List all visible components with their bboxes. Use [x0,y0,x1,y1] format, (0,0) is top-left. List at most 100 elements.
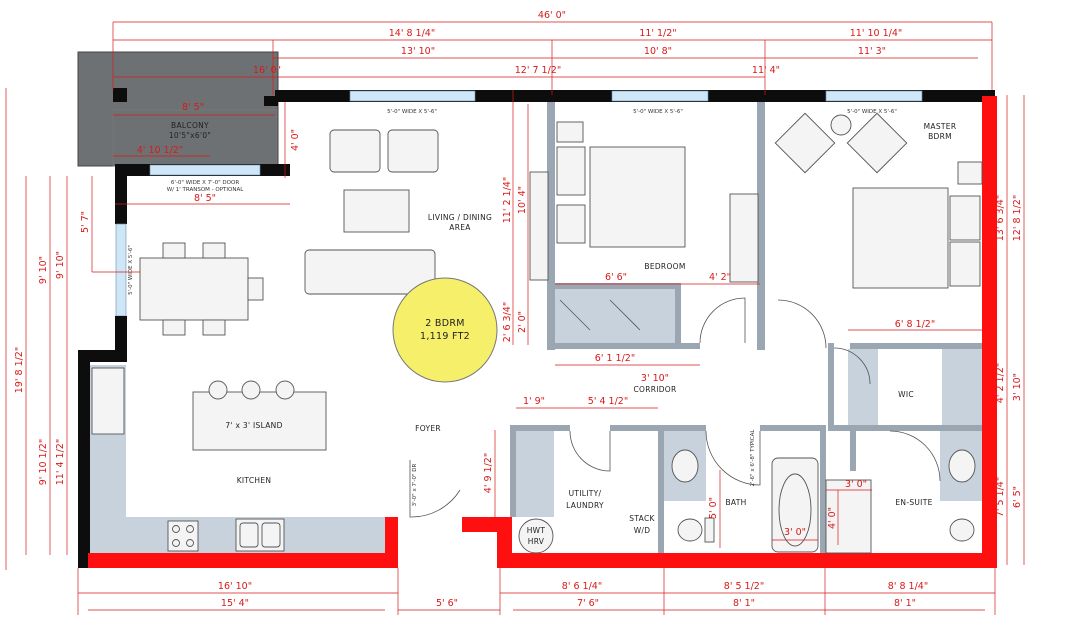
dim-balcony-h: 4' 0" [290,129,301,151]
dim-top-i: 11' 4" [752,65,780,76]
dim-bot-e: 7' 6" [577,598,599,609]
area-badge-line2: 1,119 FT2 [420,331,470,342]
dim-balcony-b: 4' 10 1/2" [137,145,183,156]
dining-chair-2 [202,242,226,259]
bath-door-note: 2'-6" x 6'-8" TYPICAL [750,429,756,487]
closet-right-wall [675,283,681,349]
dim-bed-a: 2' 0" [517,311,528,333]
bedroom-nightstand-2 [556,204,586,244]
dim-bot-f: 8' 5 1/2" [724,581,764,592]
wic-bottom-wall [828,425,982,431]
ensuite-label: EN-SUITE [895,498,932,507]
bedroom-desk [729,193,759,283]
hwt-tank [518,518,554,554]
wic-shelf-a [848,349,878,425]
dining-chair-3 [162,319,186,336]
dim-right-e: 7' 5 1/4" [995,477,1006,517]
stack-label-2: W/D [634,526,651,535]
dim-util-b: 5' 4 1/2" [588,396,628,407]
window-note-left: 5'-0" WIDE X 5'-6" [128,245,134,295]
balcony-deck [77,51,279,167]
stack-label: STACK [629,514,655,523]
master-side-table [830,114,852,136]
ensuite-toilet [949,518,975,542]
dim-bot-g: 8' 1" [733,598,755,609]
dim-corridor: 3' 10" [641,373,669,384]
dim-bed-h: 10' 4" [517,186,528,214]
bedroom-label: BEDROOM [644,262,685,271]
hrv-label: HRV [528,537,545,546]
dim-top-e: 10' 8" [644,46,672,57]
dim-left-c: 9' 10" [55,251,66,279]
window-note-bedroom: 5'-0" WIDE X 5'-6" [633,109,683,115]
util-top-wall [510,425,570,431]
window-bedroom [611,90,709,102]
master-dresser [957,161,983,185]
dining-table [139,257,249,321]
dim-right-a: 13' 6 3/4" [995,195,1006,241]
wic-label: WIC [898,390,914,399]
stool-1 [208,380,228,400]
dining-chair-1 [162,242,186,259]
ensuite-door-swing [889,430,941,482]
foyer-label: FOYER [415,424,441,433]
balcony-size: 10'5"x6'0" [169,131,211,140]
dim-left-a: 5' 7" [80,211,91,233]
dim-top-d: 13' 10" [401,46,435,57]
dim-bot-c: 5' 6" [436,598,458,609]
util-shelf [516,431,554,517]
dining-chair-4 [202,319,226,336]
window-living [349,90,476,102]
bedroom-shelf [556,121,584,143]
balcony-label: BALCONY [171,121,209,130]
stool-3 [275,380,295,400]
area-badge-line1: 2 BDRM [425,318,465,329]
door-note-2: W/ 1' TRANSOM - OPTIONAL [167,187,245,193]
util-top-wall-2 [610,425,668,431]
bath-toilet [677,518,703,542]
dim-wic-w: 6' 8 1/2" [895,319,935,330]
dim-top-c: 11' 10 1/4" [850,28,903,39]
bath-top-wall [664,425,706,431]
dim-closet-c: 6' 1 1/2" [595,353,635,364]
fridge [91,367,125,435]
left-wall-upper [115,164,127,224]
stool-2 [241,380,261,400]
sink-basin-2 [261,522,281,548]
island-label: 7' x 3' ISLAND [225,421,282,430]
burner-2 [186,525,194,533]
dim-bot-i: 8' 1" [894,598,916,609]
window-note-living: 5'-0" WIDE X 5'-6" [387,109,437,115]
dim-overall: 46' 0" [538,10,566,21]
dim-util-a: 1' 9" [523,396,545,407]
dim-bath-h: 5' 0" [708,497,719,519]
bottom-wall-right [497,553,997,568]
master-door-swing [777,299,827,349]
util-right-wall [658,425,664,553]
balcony-corner-wall [113,88,127,102]
master-label: MASTER [924,122,957,131]
dim-ensuite-h: 4' 0" [827,507,838,529]
living-label-2: AREA [449,223,471,232]
coffee-table [343,189,410,233]
dim-bot-a: 16' 10" [218,581,252,592]
util-left-wall [510,425,516,517]
window-master [825,90,923,102]
ensuite-left-wall [850,431,856,471]
bedroom-closet-wall [555,283,680,289]
bath-mid-wall [760,425,820,431]
left-wall-lower [78,350,90,568]
dim-right-f: 6' 5" [1012,486,1023,508]
utility-label: UTILITY/ [569,489,602,498]
dim-left-d: 19' 8 1/2" [14,347,25,393]
dim-right-b: 12' 8 1/2" [1012,195,1023,241]
bath-right-wall [820,425,826,553]
corridor-label: CORRIDOR [633,385,676,394]
bath-label: BATH [725,498,746,507]
balcony-door [149,164,261,176]
entry-jamb-left [383,517,398,567]
bath-tub [771,457,819,553]
wic-shelf-b [942,349,982,425]
dim-bed-b: 2' 6 3/4" [502,302,513,342]
bedroom-door-swing [699,297,746,344]
